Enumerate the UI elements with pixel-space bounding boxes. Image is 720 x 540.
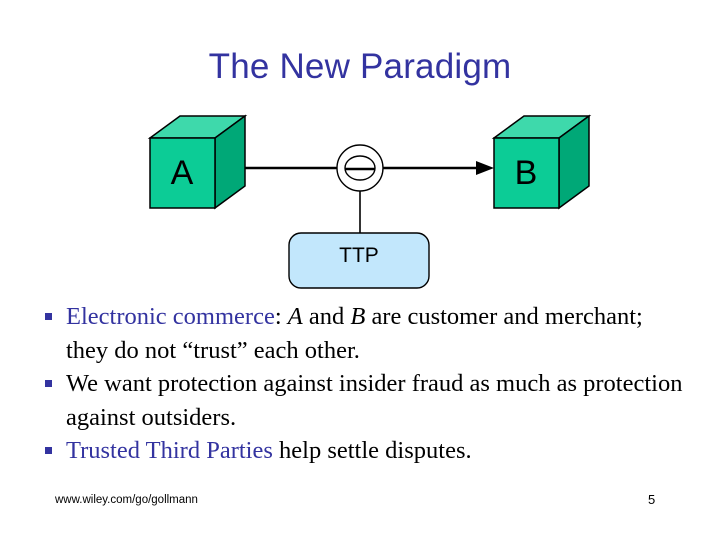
node-cube-b[interactable]: B <box>491 114 592 210</box>
list-item: Trusted Third Parties help settle disput… <box>44 434 684 468</box>
page-title: The New Paradigm <box>208 47 512 86</box>
bullet-list: Electronic commerce: A and B are custome… <box>44 300 684 468</box>
ttp-box <box>288 232 430 289</box>
page-number: 5 <box>648 492 656 507</box>
bullet-text-1: Electronic commerce: A and B are custome… <box>66 303 643 364</box>
cube-b-label: B <box>515 154 538 192</box>
paradigm-diagram: A B TTP <box>0 108 720 296</box>
node-cube-a[interactable]: A <box>147 114 248 210</box>
connector-mediator-to-b <box>383 161 494 175</box>
node-ttp[interactable]: TTP <box>288 232 430 289</box>
mediator-symbol-icon[interactable] <box>336 144 384 192</box>
cube-b-front-face <box>493 137 560 209</box>
list-item: Electronic commerce: A and B are custome… <box>44 300 684 367</box>
list-item: We want protection against insider fraud… <box>44 367 684 434</box>
bullet-text-3: Trusted Third Parties help settle disput… <box>66 437 472 464</box>
footer-url[interactable]: www.wiley.com/go/gollmann <box>55 494 198 506</box>
cube-a-front-face <box>149 137 216 209</box>
ttp-label: TTP <box>339 244 379 267</box>
bullet-text-2: We want protection against insider fraud… <box>66 370 683 431</box>
cube-a-label: A <box>171 154 194 192</box>
